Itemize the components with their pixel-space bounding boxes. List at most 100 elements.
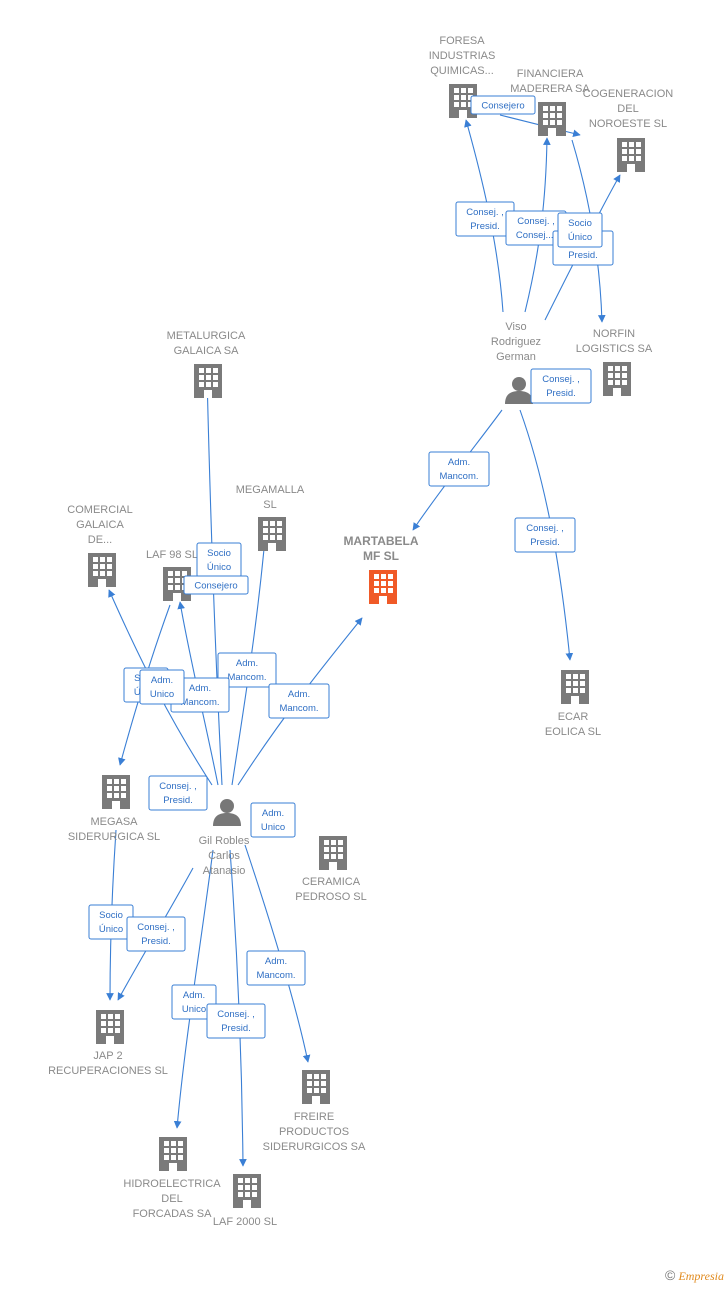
relation-box[interactable]: [148, 775, 208, 811]
relation-text-line: Presid.: [470, 221, 500, 232]
relation-box[interactable]: [530, 368, 592, 404]
relation-text-line: Presid.: [546, 388, 576, 399]
company-label-line: FORESA: [439, 35, 485, 47]
relation-label[interactable]: Adm.Mancom.: [170, 677, 230, 713]
relation-box[interactable]: [217, 652, 277, 688]
company-label-line: MARTABELA: [343, 534, 418, 548]
relation-text-line: Presid.: [221, 1023, 251, 1034]
relation-box[interactable]: [171, 984, 217, 1020]
relation-text-line: Consej. ,: [517, 216, 555, 227]
relation-box[interactable]: [557, 212, 603, 248]
building-icon[interactable]: [561, 670, 589, 704]
company-label-line: JAP 2: [93, 1050, 122, 1062]
building-icon[interactable]: [617, 138, 645, 172]
relation-text-line: Mancom.: [279, 703, 318, 714]
building-icon[interactable]: [258, 517, 286, 551]
relation-text-line: Consej. ,: [137, 922, 175, 933]
building-icon[interactable]: [102, 775, 130, 809]
relation-label[interactable]: Adm.Mancom.: [246, 950, 306, 986]
person-icon[interactable]: [213, 799, 241, 826]
company-label-line: FREIRE: [294, 1111, 334, 1123]
building-icon[interactable]: [603, 362, 631, 396]
relation-text-line: Mancom.: [227, 672, 266, 683]
relation-box[interactable]: [470, 95, 536, 115]
company-label-line: FINANCIERA: [517, 68, 584, 80]
company-label-line: INDUSTRIAS: [429, 50, 496, 62]
building-icon[interactable]: [159, 1137, 187, 1171]
copyright-icon: ©: [665, 1267, 676, 1283]
relation-label[interactable]: Consej. ,Presid.: [148, 775, 208, 811]
building-icon[interactable]: [369, 570, 397, 604]
building-icon[interactable]: [96, 1010, 124, 1044]
company-label-line: MF SL: [363, 549, 399, 563]
company-label-line: GALAICA SA: [174, 345, 239, 357]
company-label-line: PEDROSO SL: [295, 891, 367, 903]
relation-label[interactable]: Adm.Mancom.: [428, 451, 490, 487]
relation-text-line: Consejero: [481, 101, 524, 112]
building-icon[interactable]: [319, 836, 347, 870]
building-icon[interactable]: [194, 364, 222, 398]
company-node-foresa[interactable]: FORESAINDUSTRIASQUIMICAS...: [429, 35, 496, 118]
relation-label[interactable]: Consej. , Presid.: [206, 1003, 266, 1039]
relation-label[interactable]: Consej. ,Presid.: [530, 368, 592, 404]
relation-text-line: Único: [99, 924, 123, 935]
company-label-line: DE...: [88, 534, 112, 546]
relation-label[interactable]: Adm.Unico: [171, 984, 217, 1020]
relation-box[interactable]: [183, 575, 249, 595]
building-icon[interactable]: [538, 102, 566, 136]
relation-box[interactable]: [268, 683, 330, 719]
relation-label[interactable]: Consej. ,Presid.: [514, 517, 576, 553]
person-icon[interactable]: [505, 377, 533, 404]
relation-box[interactable]: [428, 451, 490, 487]
relation-text-line: Presid.: [568, 250, 598, 261]
relation-text-line: Unico: [261, 822, 285, 833]
building-icon[interactable]: [302, 1070, 330, 1104]
building-icon[interactable]: [233, 1174, 261, 1208]
relation-box[interactable]: [126, 916, 186, 952]
company-label-line: COGENERACION: [583, 88, 674, 100]
relation-label[interactable]: Adm.Mancom.: [268, 683, 330, 719]
brand-logo[interactable]: Empresia: [678, 1269, 724, 1283]
relation-text-line: Socio: [99, 910, 123, 921]
building-icon[interactable]: [88, 553, 116, 587]
company-node-laf98[interactable]: LAF 98 SL: [146, 549, 198, 601]
relation-box[interactable]: [250, 802, 296, 838]
company-node-laf2000[interactable]: LAF 2000 SL: [213, 1174, 277, 1228]
relation-label[interactable]: Adm. Mancom.: [217, 652, 277, 688]
relation-box[interactable]: [206, 1003, 266, 1039]
company-node-comercial[interactable]: COMERCIALGALAICADE...: [67, 504, 133, 587]
relation-text-line: Adm.: [236, 658, 258, 669]
relation-text-line: Consej. ,: [217, 1009, 255, 1020]
relation-box[interactable]: [139, 669, 185, 705]
relation-box[interactable]: [514, 517, 576, 553]
relation-label[interactable]: Consejero: [183, 575, 249, 595]
relation-label[interactable]: Adm. Unico: [250, 802, 296, 838]
relation-label[interactable]: Consej. ,Presid.: [126, 916, 186, 952]
relation-text-line: Socio: [207, 548, 231, 559]
relation-label[interactable]: Consej. ,Presid.: [455, 201, 515, 237]
relation-box[interactable]: [246, 950, 306, 986]
relation-label[interactable]: Consejero: [470, 95, 536, 115]
relation-label[interactable]: Adm.Unico: [139, 669, 185, 705]
company-label-line: ECAR: [558, 711, 589, 723]
relation-text-line: Adm.: [262, 808, 284, 819]
relation-text-line: Adm.: [265, 956, 287, 967]
